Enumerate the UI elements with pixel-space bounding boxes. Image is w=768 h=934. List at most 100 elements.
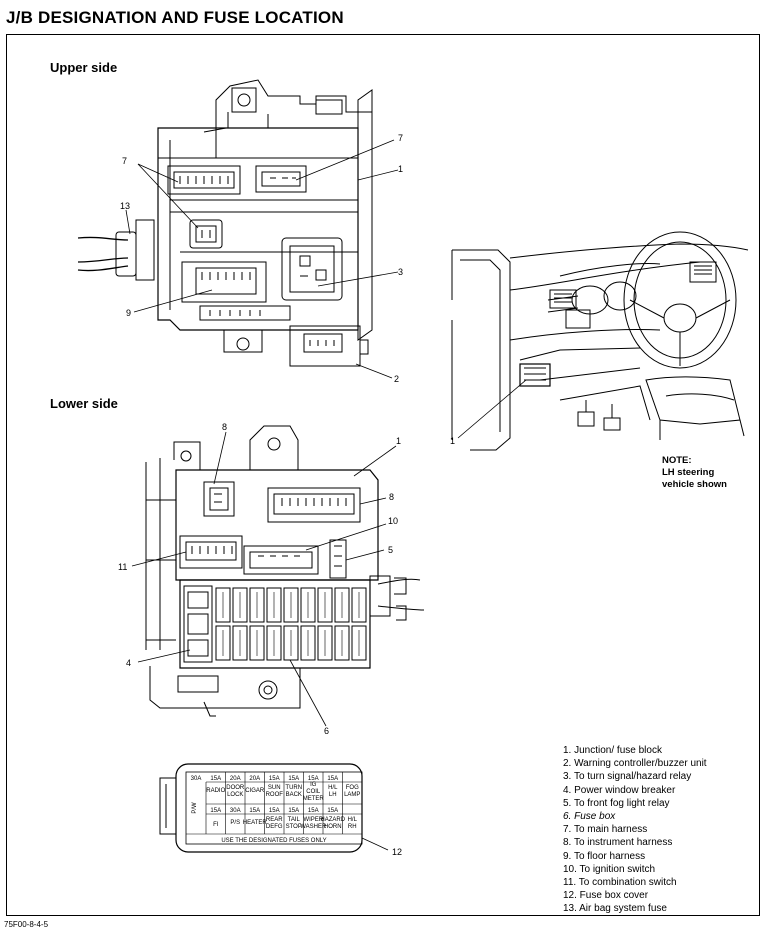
cover-amp-row2: 15A <box>308 808 319 814</box>
legend-item: 2. Warning controller/buzzer unit <box>563 758 707 770</box>
cover-amp-row1: 15A <box>288 776 299 782</box>
lower-junction-base <box>149 666 301 717</box>
fuse-slot <box>317 625 333 661</box>
cover-label-row1: IG <box>310 782 317 788</box>
cover-amp-row2: 15A <box>288 808 299 814</box>
callout-3: 3 <box>398 267 403 277</box>
cover-amp-row1: 15A <box>327 776 338 782</box>
cover-label-row1: TURN <box>285 785 302 791</box>
callout-7-upper-left: 7 <box>122 156 127 166</box>
note-block: NOTE: LH steering vehicle shown <box>662 455 727 491</box>
cover-label-row2: WIPER <box>303 817 323 823</box>
cover-label-row1: LAMP <box>344 792 360 798</box>
cover-label-row1: ROOF <box>266 792 284 798</box>
upper-side-label: Upper side <box>50 60 118 75</box>
fuse-slot <box>232 625 248 661</box>
callout-1-dashboard: 1 <box>450 436 455 446</box>
lower-side-label: Lower side <box>50 396 118 411</box>
cover-label-row1: RADIO <box>206 788 225 794</box>
upper-callout-leaders <box>125 139 399 379</box>
cover-label-row1: COIL <box>306 789 321 795</box>
legend-item: 6. Fuse box <box>563 811 616 823</box>
legend-item: 3. To turn signal/hazard relay <box>563 771 692 783</box>
cover-label-row2: RH <box>348 824 357 830</box>
legend-item: 9. To floor harness <box>563 850 646 862</box>
callout-2: 2 <box>394 374 399 384</box>
callout-12: 12 <box>392 847 402 857</box>
cover-label-row1: SUN <box>268 785 281 791</box>
upper-junction-block <box>77 79 373 367</box>
cover-label-row1: H/L <box>328 785 338 791</box>
cover-table-border <box>185 771 363 845</box>
cover-label-row2: H/L <box>348 817 358 823</box>
cover-callout-leaders <box>361 837 389 851</box>
cover-footer: USE THE DESIGNATED FUSES ONLY <box>221 838 326 844</box>
legend-item: 11. To combination switch <box>563 877 677 889</box>
fuse-slot <box>283 625 299 661</box>
cover-amp-row2: 15A <box>269 808 280 814</box>
fuse-slot <box>283 587 299 623</box>
cover-label-row2: P/S <box>230 820 240 826</box>
cover-label-row2: TAIL <box>288 817 301 823</box>
lower-junction-block <box>145 425 425 669</box>
cover-label-row2: WASHER <box>300 824 327 830</box>
callout-10: 10 <box>388 516 398 526</box>
cover-amp-row1: 30A <box>191 776 202 782</box>
fuse-slot <box>351 587 367 623</box>
note-line-1: LH steering <box>662 467 715 478</box>
callout-13: 13 <box>120 201 130 211</box>
cover-amp-row2: 15A <box>210 808 221 814</box>
page-title: J/B DESIGNATION AND FUSE LOCATION <box>6 8 344 27</box>
fuse-slot <box>266 625 282 661</box>
cover-label-row2: HORN <box>324 824 342 830</box>
cover-amp-row1: 20A <box>230 776 241 782</box>
diagram-frame <box>6 34 760 916</box>
cover-label-row2: REAR <box>266 817 283 823</box>
fuse-slot <box>249 625 265 661</box>
fuse-slot <box>232 587 248 623</box>
legend-list: 1. Junction/ fuse block 2. Warning contro… <box>563 744 707 916</box>
cover-label-row1: METER <box>303 796 325 802</box>
cover-label-row2: STOP <box>286 824 302 830</box>
fuse-slot <box>317 587 333 623</box>
callout-9: 9 <box>126 308 131 318</box>
note-heading: NOTE: <box>662 455 692 466</box>
fuse-slot <box>334 625 350 661</box>
callout-1-upper: 1 <box>398 164 403 174</box>
legend-item: 1. Junction/ fuse block <box>563 745 662 756</box>
callout-1-lower: 1 <box>396 436 401 446</box>
fuse-grid <box>215 587 367 661</box>
cover-amp-row1: 15A <box>269 776 280 782</box>
cover-amp-row2: 15A <box>249 808 260 814</box>
callout-6: 6 <box>324 726 329 736</box>
cover-label-row2: HAZARD <box>320 817 345 823</box>
cover-label-row2: HEATER <box>243 820 268 826</box>
fuse-slot <box>249 587 265 623</box>
cover-label-row2: FI <box>213 822 219 828</box>
callout-5: 5 <box>388 545 393 555</box>
cover-amp-row2: 15A <box>327 808 338 814</box>
note-line-2: vehicle shown <box>662 479 727 490</box>
lower-callout-leaders <box>131 431 397 727</box>
cover-label-row1: LOCK <box>227 792 243 798</box>
callout-8-lower-top: 8 <box>222 422 227 432</box>
figure-code: 75F00-8-4-5 <box>4 920 49 929</box>
legend-item: 10. To ignition switch <box>563 863 656 875</box>
fuse-slot <box>351 625 367 661</box>
cover-label-row1: LH <box>329 792 337 798</box>
callout-8-lower-right: 8 <box>389 492 394 502</box>
fuse-slot <box>215 587 231 623</box>
cover-label-row1: CIGAR <box>245 788 265 794</box>
fuse-slot <box>300 625 316 661</box>
callout-11: 11 <box>118 562 127 572</box>
callout-7-upper-right: 7 <box>398 133 403 143</box>
cover-amp-row2: 30A <box>230 808 241 814</box>
fuse-slot <box>334 587 350 623</box>
cover-amp-row1: 15A <box>308 776 319 782</box>
legend-item: 5. To front fog light relay <box>563 797 670 809</box>
fuse-slot <box>300 587 316 623</box>
legend-item: 7. To main harness <box>563 824 648 836</box>
dashboard-callout-leaders <box>457 379 527 439</box>
